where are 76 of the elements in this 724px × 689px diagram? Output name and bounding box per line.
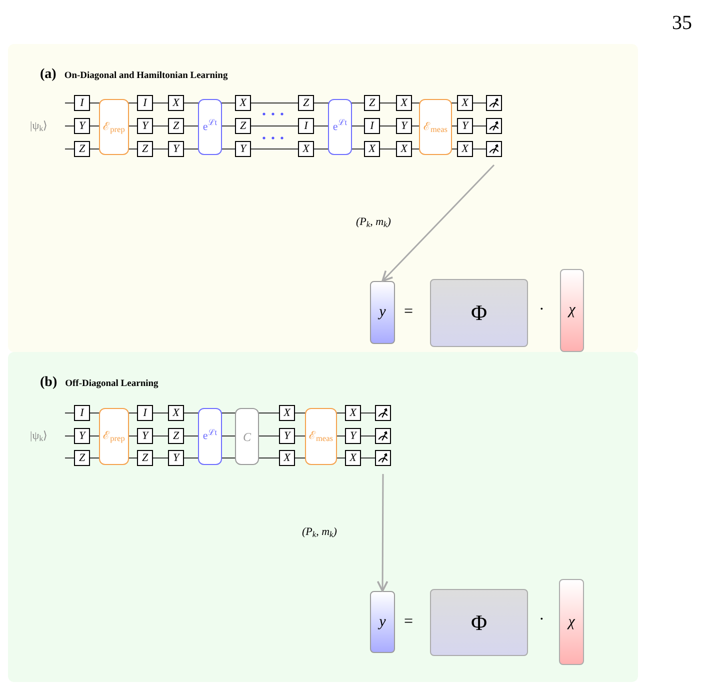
gate-box: X	[345, 450, 361, 466]
ket-label: |ψ$_{k}$⟩	[30, 429, 48, 444]
gate-box: Y	[168, 141, 184, 157]
gate-box: X	[279, 405, 295, 421]
gate-box: X	[168, 405, 184, 421]
gate-box: Z	[364, 95, 380, 111]
gate-box: I	[137, 405, 153, 421]
gate-box: Y	[345, 428, 361, 444]
gate-box: Z	[74, 141, 90, 157]
gate-box: X	[457, 141, 473, 157]
gate-box: Z	[298, 95, 314, 111]
channel-box: C	[235, 408, 259, 465]
edge-label: (P$_{k}$, m$_{k}$)	[302, 525, 337, 540]
panel-background	[8, 352, 638, 682]
gate-box: Y	[137, 428, 153, 444]
ket-label: |ψ$_{k}$⟩	[30, 119, 48, 134]
page-number: 35	[672, 11, 692, 36]
gate-box: Z	[74, 450, 90, 466]
equals-sign: =	[404, 302, 414, 322]
gate-box: X	[235, 95, 251, 111]
vector-box: y	[370, 591, 395, 653]
vector-box: χ	[560, 269, 584, 352]
edge-label: (P$_{k}$, m$_{k}$)	[356, 215, 391, 230]
gate-box: Y	[396, 118, 412, 134]
gate-box: X	[396, 141, 412, 157]
gate-box: I	[137, 95, 153, 111]
gate-box: Y	[74, 118, 90, 134]
gate-box: I	[74, 95, 90, 111]
meter-icon	[486, 95, 502, 111]
matrix-box: Φ	[430, 279, 528, 347]
gate-box: X	[364, 141, 380, 157]
gate-box: Y	[137, 118, 153, 134]
prep-channel-box: ℰ$_{meas}$	[419, 99, 452, 155]
gate-box: X	[396, 95, 412, 111]
panel-letter: (b)	[40, 374, 58, 392]
dot-operator: ·	[539, 300, 544, 320]
vector-box: y	[370, 281, 395, 344]
gate-box: Y	[279, 428, 295, 444]
gate-box: X	[298, 141, 314, 157]
panel-background	[8, 44, 638, 352]
matrix-box: Φ	[430, 589, 528, 656]
dot-operator: ·	[539, 610, 544, 630]
gate-box: Y	[457, 118, 473, 134]
evolution-box: e$^{ℒt}$	[328, 99, 352, 155]
meter-icon	[375, 450, 391, 466]
gate-box: I	[364, 118, 380, 134]
gate-box: Z	[137, 141, 153, 157]
panel-title: Off-Diagonal Learning	[65, 378, 158, 391]
gate-box: Z	[168, 428, 184, 444]
gate-box: X	[168, 95, 184, 111]
gate-box: X	[345, 405, 361, 421]
gate-box: Y	[74, 428, 90, 444]
gate-box: Y	[168, 450, 184, 466]
meter-icon	[486, 141, 502, 157]
prep-channel-box: ℰ$_{prep}$	[99, 408, 129, 465]
gate-box: Z	[137, 450, 153, 466]
gate-box: Y	[235, 141, 251, 157]
gate-box: Z	[235, 118, 251, 134]
prep-channel-box: ℰ$_{meas}$	[305, 408, 337, 465]
meter-icon	[486, 118, 502, 134]
equals-sign: =	[404, 612, 414, 632]
arrow	[382, 164, 495, 282]
evolution-box: e$^{ℒt}$	[198, 99, 222, 155]
gate-box: I	[298, 118, 314, 134]
gate-box: I	[74, 405, 90, 421]
gate-box: Z	[168, 118, 184, 134]
vector-box: χ	[559, 579, 584, 665]
arrow	[376, 474, 388, 592]
panel-title: On-Diagonal and Hamiltonian Learning	[64, 70, 228, 83]
gate-box: X	[457, 95, 473, 111]
prep-channel-box: ℰ$_{prep}$	[99, 99, 129, 155]
panel-letter: (a)	[40, 66, 56, 84]
meter-icon	[375, 405, 391, 421]
meter-icon	[375, 428, 391, 444]
gate-box: X	[279, 450, 295, 466]
evolution-box: e$^{ℒt}$	[198, 408, 222, 465]
